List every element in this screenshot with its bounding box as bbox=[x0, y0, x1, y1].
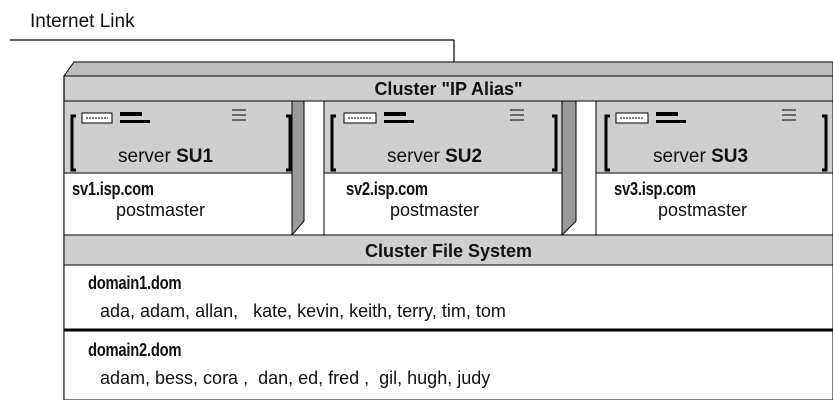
file-system-title: Cluster File System bbox=[364, 241, 533, 261]
host-role-2: postmaster bbox=[390, 200, 480, 220]
server-prefix-1: server bbox=[118, 146, 171, 167]
domain-row-1 bbox=[63, 264, 833, 330]
host-panel-1 bbox=[63, 172, 293, 236]
server-name-1: SU1 bbox=[176, 146, 214, 167]
server-label-1: server SU1 bbox=[118, 147, 213, 166]
server-name-2: SU2 bbox=[445, 146, 483, 167]
host-panel-2 bbox=[323, 172, 563, 236]
gap-1-side bbox=[291, 100, 305, 237]
server-name-3: SU3 bbox=[711, 146, 749, 167]
host-role-1: postmaster bbox=[116, 200, 206, 220]
cluster-title: Cluster "IP Alias" bbox=[374, 79, 523, 99]
domain-1-users: ada, adam, allan, kate, kevin, keith, te… bbox=[100, 301, 506, 321]
host-role-3: postmaster bbox=[658, 200, 748, 220]
file-system-band bbox=[63, 234, 833, 266]
domain-2-users: adam, bess, cora , dan, ed, fred , gil, … bbox=[100, 368, 491, 388]
server-label-3: server SU3 bbox=[653, 147, 748, 166]
gap-2-side bbox=[561, 100, 577, 237]
server-3-hardware-icon bbox=[604, 109, 828, 172]
server-1-hardware-icon bbox=[70, 109, 292, 172]
server-prefix-2: server bbox=[387, 146, 440, 167]
host-name-3: sv3.isp.com bbox=[614, 179, 696, 199]
internet-link-label: Internet Link bbox=[30, 11, 135, 32]
server-prefix-3: server bbox=[653, 146, 706, 167]
cluster-top-face bbox=[63, 61, 833, 77]
host-name-1: sv1.isp.com bbox=[72, 179, 154, 199]
cluster-header-band bbox=[63, 75, 833, 102]
domain-row-2 bbox=[63, 330, 833, 400]
server-2-hardware-icon bbox=[330, 109, 558, 172]
domain-1-name: domain1.dom bbox=[88, 273, 182, 293]
server-label-2: server SU2 bbox=[387, 147, 482, 166]
host-panel-3 bbox=[595, 172, 833, 236]
host-name-2: sv2.isp.com bbox=[346, 179, 428, 199]
domain-2-name: domain2.dom bbox=[88, 340, 182, 360]
